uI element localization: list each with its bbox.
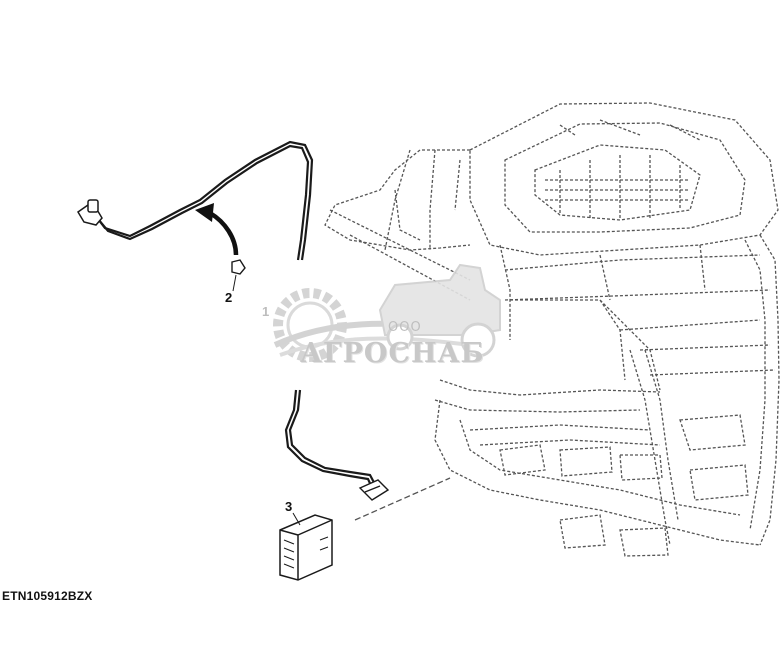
callout-2: 2	[225, 290, 233, 305]
sensor-shape	[76, 199, 103, 226]
clip-part	[231, 259, 246, 275]
figure-id: ETN105912BZX	[2, 589, 93, 603]
wiring-harness	[94, 140, 379, 493]
cab-phantom-outline	[324, 102, 780, 557]
callout-1: 1	[262, 304, 270, 319]
curved-arrow	[195, 203, 239, 256]
watermark-company: АГРОСНАБ	[300, 338, 485, 369]
controller-module	[279, 514, 333, 581]
watermark-prefix: ООО	[388, 320, 422, 335]
callout-3: 3	[285, 499, 293, 514]
watermark-emblem	[273, 263, 501, 362]
harness-connector	[358, 479, 390, 501]
callout-2-leader	[232, 274, 237, 292]
callout-3-leader	[292, 512, 301, 526]
